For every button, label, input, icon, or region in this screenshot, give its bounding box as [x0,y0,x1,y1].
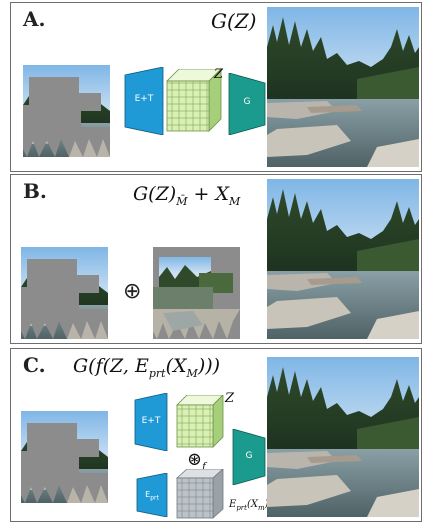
panel-c-label: C. [23,353,46,377]
encoder-block [124,67,164,135]
output-image-b [267,179,419,339]
generator-block [228,73,266,135]
latent-z-label: Z [225,391,235,406]
panel-b-label: B. [23,179,47,203]
prt-encoder-label: Eprt [145,490,159,502]
panel-b-formula: G(Z)M̄ + XM [133,183,241,208]
output-image-c [267,357,419,517]
output-image-a [267,7,419,167]
panel-c-formula: G(f(Z, Eprt(XM))) [73,355,221,380]
generator-block [232,429,266,485]
encoder-block [134,393,168,451]
prt-feature-label: Eprt(Xm) [229,499,269,512]
encoder-label: E+T [134,94,154,104]
encoder-label: E+T [141,416,161,426]
latent-z-cube [176,395,224,448]
panel-a: A. G(Z) E+T Z G [10,2,422,172]
generated-masked-region-image [153,247,240,339]
latent-z-label: Z [214,67,224,82]
panel-c: C. G(f(Z, Eprt(XM))) E+T Z ⊛f G Eprt Epr… [10,348,422,522]
convolution-operator: ⊛f [187,449,206,473]
prt-encoder-block [136,473,168,517]
panel-b: B. G(Z)M̄ + XM ⊕ [10,174,422,344]
panel-a-formula: G(Z) [211,9,257,33]
generator-label: G [245,451,253,461]
masked-input-image [21,247,108,339]
masked-input-image [21,411,108,503]
masked-input-image [23,65,110,157]
prt-feature-cube [175,469,224,519]
latent-z-cube [166,69,222,132]
panel-a-label: A. [23,7,46,31]
generator-label: G [243,97,251,107]
plus-operator-icon: ⊕ [123,279,142,304]
